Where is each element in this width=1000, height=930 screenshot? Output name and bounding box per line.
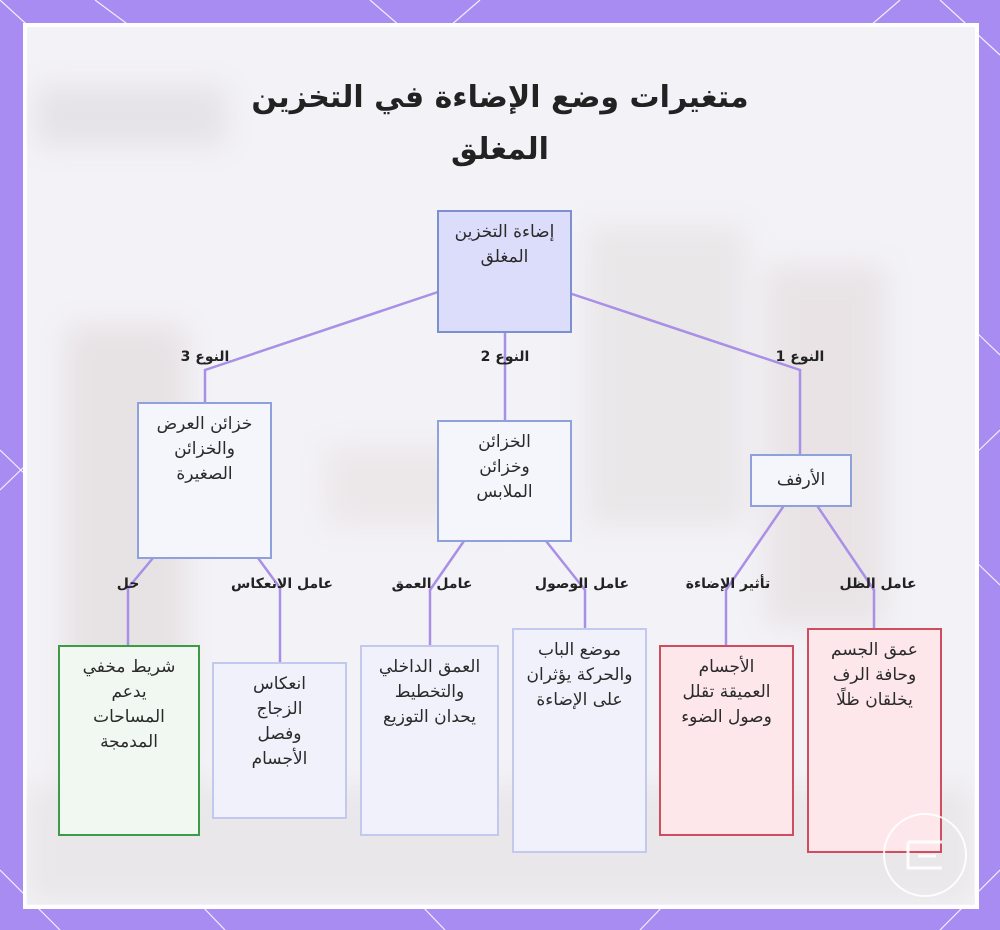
edge-label-type2: النوع 2 — [480, 349, 530, 365]
node-lighting-effect: الأجسام العميقة تقلل وصول الضوء — [659, 645, 794, 836]
edge-label-lighting: تأثير الإضاءة — [685, 576, 771, 592]
connector-root-type1 — [570, 292, 802, 372]
node-shadow-factor: عمق الجسم وحافة الرف يخلقان ظلًا — [807, 628, 942, 853]
node-shelves: الأرفف — [750, 454, 852, 507]
connector-closets-access — [544, 539, 587, 592]
node-root: إضاءة التخزين المغلق — [437, 210, 572, 333]
edge-label-type3: النوع 3 — [180, 349, 230, 365]
edge-label-reflection: عامل الانعكاس — [231, 576, 333, 592]
node-display-cabinets: خزائن العرض والخزائن الصغيرة — [137, 402, 272, 559]
node-solution: شريط مخفي يدعم المساحات المدمجة — [58, 645, 200, 836]
node-closets: الخزائن وخزائن الملابس — [437, 420, 572, 542]
edge-label-shadow: عامل الظل — [839, 576, 917, 592]
node-access-factor: موضع الباب والحركة يؤثران على الإضاءة — [512, 628, 647, 853]
edge-label-depth: عامل العمق — [391, 576, 473, 592]
connector-shelves-shadow — [816, 505, 876, 592]
connector-shelves-lighting — [724, 505, 785, 592]
connector-display-solution — [126, 556, 155, 590]
brand-logo-icon — [883, 813, 967, 897]
node-reflection-factor: انعكاس الزجاج وفصل الأجسام — [212, 662, 347, 819]
edge-label-type1: النوع 1 — [775, 349, 825, 365]
connector-root-type3 — [203, 290, 440, 372]
edge-label-access: عامل الوصول — [534, 576, 630, 592]
node-depth-factor: العمق الداخلي والتخطيط يحدان التوزيع — [360, 645, 499, 836]
diagram-title: متغيرات وضع الإضاءة في التخزين المغلق — [251, 80, 749, 167]
connector-closets-depth — [428, 539, 466, 592]
connector-display-reflection — [256, 556, 282, 590]
edge-label-solution: حل — [116, 576, 140, 592]
